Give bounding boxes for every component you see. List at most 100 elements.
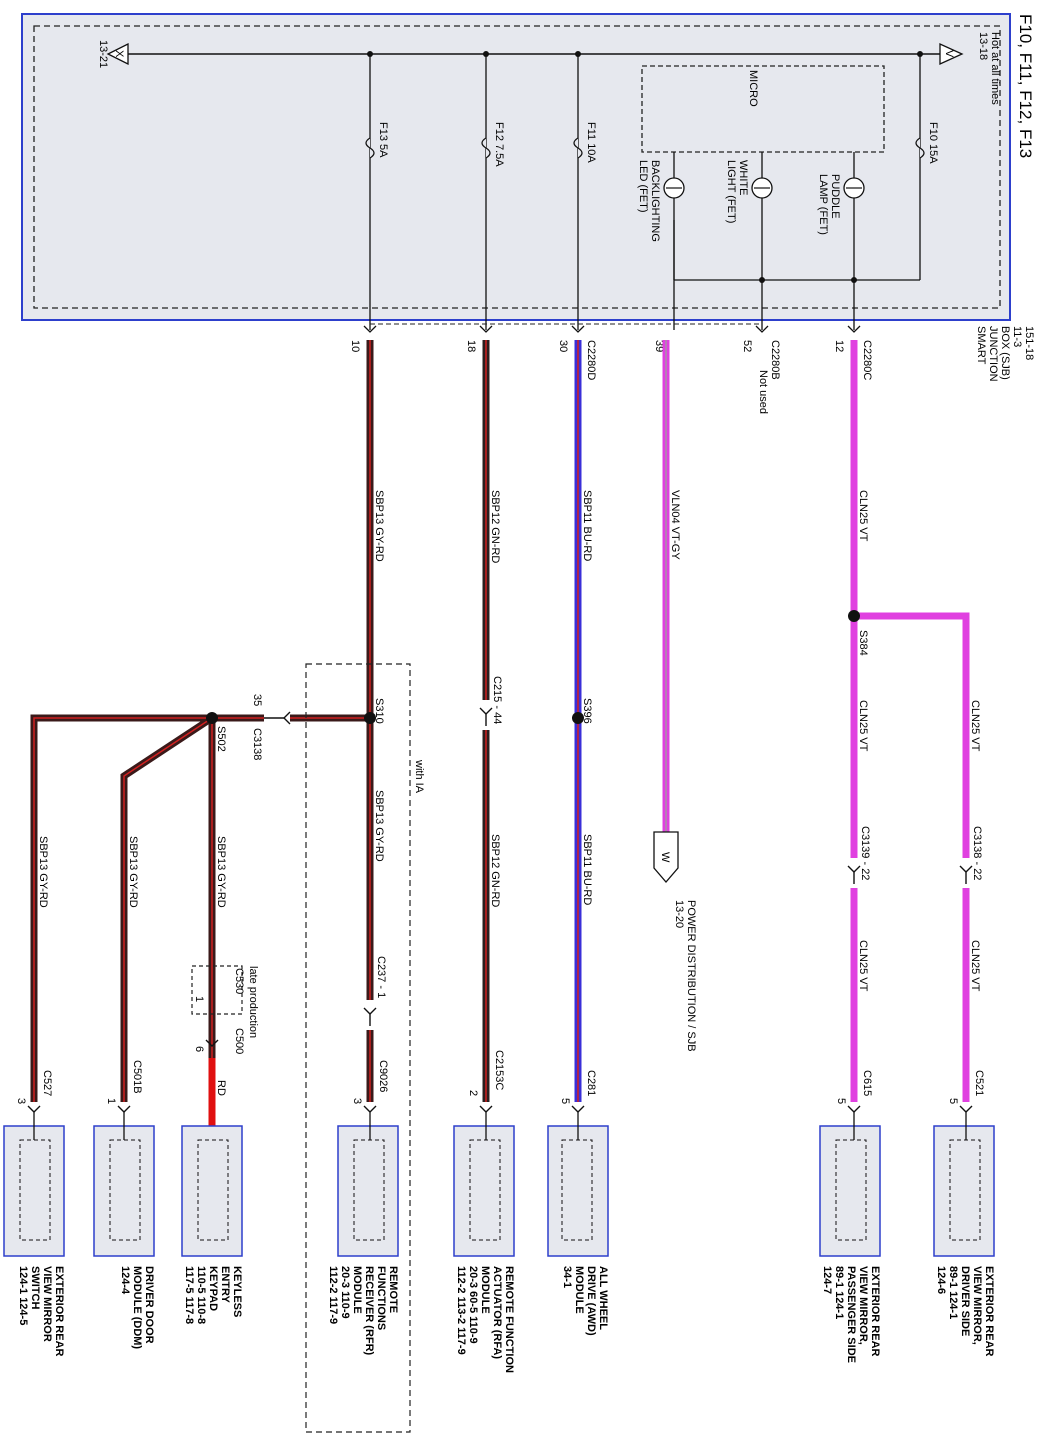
c530-pin: 1 bbox=[193, 996, 205, 1002]
micro-label: MICRO bbox=[747, 70, 759, 107]
component-rfr bbox=[337, 1112, 399, 1257]
svg-text:124-7: 124-7 bbox=[821, 1266, 833, 1294]
svg-text:12: 12 bbox=[833, 340, 845, 352]
svg-text:20-3 60-5 110-9: 20-3 60-5 110-9 bbox=[467, 1266, 479, 1344]
splice-label-s396: S396 bbox=[581, 698, 593, 724]
component-label-keypad: KEYLESS ENTRY KEYPAD 110-5 110-8 117-5 1… bbox=[183, 1266, 243, 1324]
svg-text:X: X bbox=[113, 50, 125, 58]
conn-label-c615: C615 bbox=[861, 1070, 873, 1096]
svg-text:S502: S502 bbox=[215, 726, 227, 752]
power-distribution-label: POWER DISTRIBUTION / SJB 13-20 bbox=[673, 900, 697, 1052]
wire-label-rd: RD bbox=[215, 1080, 227, 1096]
pin-label-c615: 5 bbox=[835, 1098, 847, 1104]
svg-text:C9026: C9026 bbox=[377, 1060, 389, 1092]
svg-text:MODULE: MODULE bbox=[573, 1266, 585, 1314]
svg-text:10: 10 bbox=[349, 340, 361, 352]
c500-pin: 6 bbox=[193, 1046, 205, 1052]
svg-text:RD: RD bbox=[215, 1080, 227, 1096]
svg-text:KEYPAD: KEYPAD bbox=[207, 1266, 219, 1311]
svg-text:SBP13 GY-RD: SBP13 GY-RD bbox=[215, 836, 227, 908]
wire-label-vln04: VLN04 VT-GY bbox=[669, 490, 681, 560]
svg-text:C2280B: C2280B bbox=[769, 340, 781, 380]
wire-label-sbp13-2: SBP13 GY-RD bbox=[373, 790, 385, 862]
inline-c3138: C3138 bbox=[251, 728, 263, 760]
svg-text:POWER DISTRIBUTION / SJB: POWER DISTRIBUTION / SJB bbox=[685, 900, 697, 1052]
conn-label-c501b: C501B bbox=[131, 1060, 143, 1094]
svg-text:SBP11 BU-RD: SBP11 BU-RD bbox=[581, 490, 593, 561]
wire-label-cln25-4: CLN25 VT bbox=[969, 700, 981, 752]
svg-text:SBP13 GY-RD: SBP13 GY-RD bbox=[127, 836, 139, 908]
svg-text:PASSENGER SIDE: PASSENGER SIDE bbox=[845, 1266, 857, 1363]
wire-cln25 bbox=[846, 340, 974, 1102]
svg-text:S384: S384 bbox=[857, 630, 869, 656]
wire-label-cln25-3: CLN25 VT bbox=[857, 940, 869, 992]
svg-text:DRIVER DOOR: DRIVER DOOR bbox=[143, 1266, 155, 1344]
c2280d-label: C2280D bbox=[585, 340, 597, 380]
svg-text:late production: late production bbox=[247, 966, 259, 1038]
svg-text:C527: C527 bbox=[41, 1070, 53, 1096]
pin-10: 10 bbox=[349, 340, 361, 352]
conn-label-c281: C281 bbox=[585, 1070, 597, 1096]
svg-text:JUNCTION: JUNCTION bbox=[987, 326, 999, 382]
fuse-f10-icon bbox=[915, 137, 925, 159]
svg-text:F13 5A: F13 5A bbox=[377, 122, 389, 158]
pin-label-c9026: 3 bbox=[351, 1098, 363, 1104]
wire-label-cln25-2: CLN25 VT bbox=[857, 700, 869, 752]
pin-18: 18 bbox=[465, 340, 477, 352]
svg-text:5: 5 bbox=[559, 1098, 571, 1104]
svg-text:SMART: SMART bbox=[975, 326, 987, 365]
svg-text:BOX (SJB): BOX (SJB) bbox=[999, 326, 1011, 380]
svg-text:5: 5 bbox=[835, 1098, 847, 1104]
c500-label: C500 bbox=[233, 1028, 245, 1054]
splice-label-s502: S502 bbox=[215, 726, 227, 752]
component-label-rfa: REMOTE FUNCTION ACTUATOR (RFA) MODULE 20… bbox=[455, 1266, 515, 1373]
svg-text:6: 6 bbox=[193, 1046, 205, 1052]
pin-30: 30 bbox=[557, 340, 569, 352]
sjb-box bbox=[21, 13, 1011, 321]
splice-label-s310: S310 bbox=[373, 698, 385, 724]
component-mirror-driver bbox=[933, 1112, 995, 1257]
component-label-mirror-passenger: EXTERIOR REAR VIEW MIRROR, PASSENGER SID… bbox=[821, 1266, 881, 1363]
svg-text:SBP13 GY-RD: SBP13 GY-RD bbox=[37, 836, 49, 908]
svg-text:13-20: 13-20 bbox=[673, 900, 685, 928]
svg-text:EXTERIOR REAR: EXTERIOR REAR bbox=[983, 1266, 995, 1357]
svg-text:89-1 124-1: 89-1 124-1 bbox=[833, 1266, 845, 1319]
inline-c215-44: C215 - 44 bbox=[491, 676, 503, 724]
with-ia-region bbox=[305, 663, 411, 1433]
svg-text:34-1: 34-1 bbox=[561, 1266, 573, 1288]
svg-text:C215 - 44: C215 - 44 bbox=[491, 676, 503, 724]
svg-text:SBP13 GY-RD: SBP13 GY-RD bbox=[373, 490, 385, 562]
svg-text:DRIVE (AWD): DRIVE (AWD) bbox=[585, 1266, 597, 1336]
conn-label-c2153c: C2153C bbox=[493, 1050, 505, 1090]
backlight-fet-icon bbox=[663, 177, 685, 199]
svg-text:DRIVER SIDE: DRIVER SIDE bbox=[959, 1266, 971, 1336]
conn-label-c9026: C9026 bbox=[377, 1060, 389, 1092]
component-awd bbox=[547, 1112, 609, 1257]
svg-text:110-5 110-8: 110-5 110-8 bbox=[195, 1266, 207, 1324]
svg-text:112-2 113-2 117-9: 112-2 113-2 117-9 bbox=[455, 1266, 467, 1355]
hot-reference-v: V bbox=[939, 42, 964, 66]
c2280c-label: C2280C bbox=[861, 340, 873, 380]
wire-label-cln25-1: CLN25 VT bbox=[857, 490, 869, 542]
sjb-inner-dashed bbox=[33, 25, 1001, 309]
svg-text:with IA: with IA bbox=[413, 759, 425, 794]
with-ia-label: with IA bbox=[413, 759, 425, 794]
svg-text:C521: C521 bbox=[973, 1070, 985, 1096]
svg-text:MODULE: MODULE bbox=[479, 1266, 491, 1314]
pin-39: 39 bbox=[653, 340, 665, 352]
pin-label-c521: 5 bbox=[947, 1098, 959, 1104]
pin-label-c527: 3 bbox=[15, 1098, 27, 1104]
svg-text:C2153C: C2153C bbox=[493, 1050, 505, 1090]
diagram-title: F10, F11, F12, F13 bbox=[1016, 14, 1035, 158]
wire-label-sbp11-1: SBP11 BU-RD bbox=[581, 490, 593, 561]
micro-box bbox=[641, 65, 885, 153]
pin-12: 12 bbox=[833, 340, 845, 352]
wire-label-sbp11-2: SBP11 BU-RD bbox=[581, 834, 593, 905]
svg-text:WHITE: WHITE bbox=[737, 160, 749, 195]
svg-text:5: 5 bbox=[947, 1098, 959, 1104]
conn-label-c521: C521 bbox=[973, 1070, 985, 1096]
svg-text:F11 10A: F11 10A bbox=[585, 122, 597, 163]
sjb-label: SMART JUNCTION BOX (SJB) 11-3 151-18 bbox=[975, 326, 1035, 382]
svg-text:ACTUATOR (RFA): ACTUATOR (RFA) bbox=[491, 1266, 503, 1359]
svg-text:VIEW MIRROR,: VIEW MIRROR, bbox=[971, 1266, 983, 1345]
